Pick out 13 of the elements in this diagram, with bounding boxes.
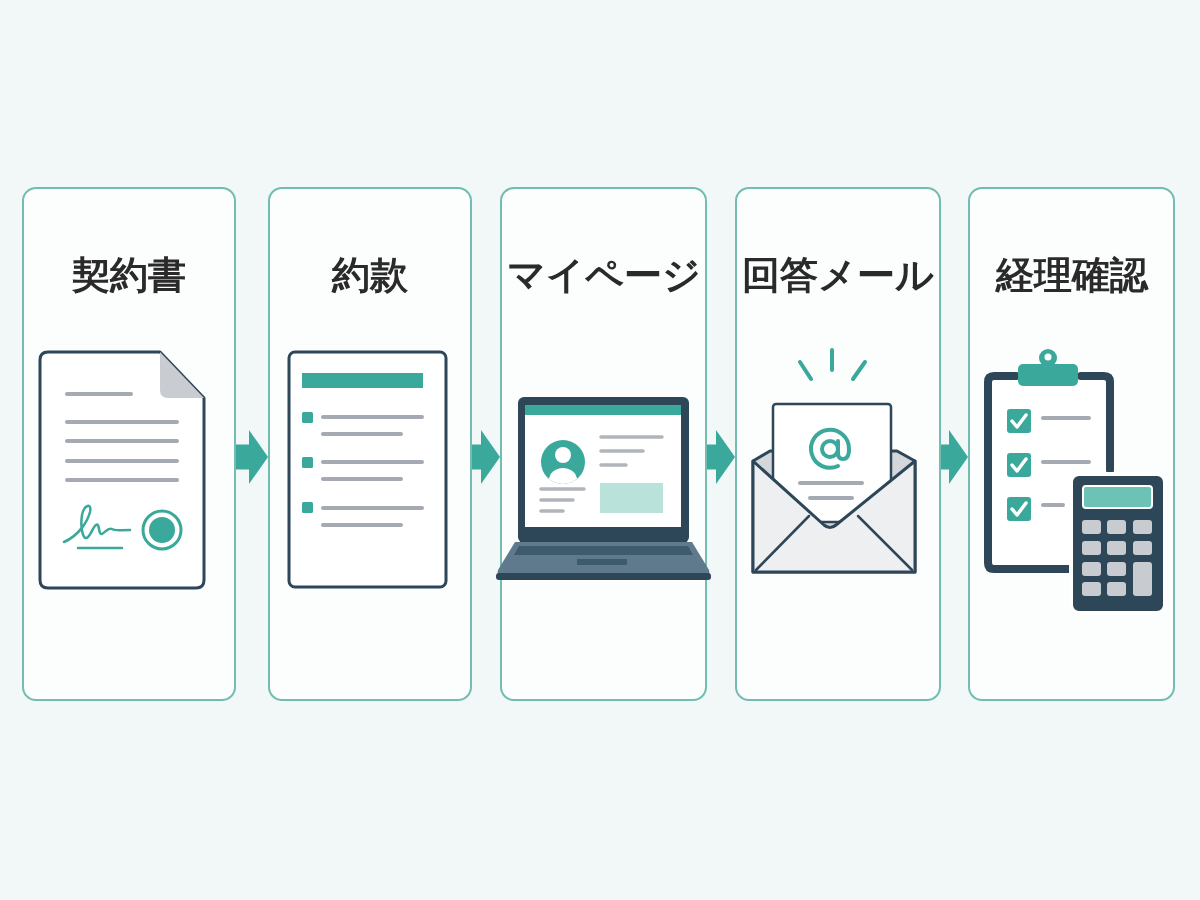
step-card — [22, 187, 236, 701]
step-card — [968, 187, 1175, 701]
arrow — [472, 430, 500, 484]
step-title: 回答メール — [742, 252, 934, 299]
step-title: 経理確認 — [995, 252, 1148, 299]
step-title: 契約書 — [72, 252, 186, 299]
arrow — [941, 430, 968, 484]
step-title: 約款 — [332, 252, 408, 299]
step-title: マイページ — [506, 252, 701, 299]
step-card — [735, 187, 941, 701]
arrow — [707, 430, 735, 484]
step-card — [268, 187, 472, 701]
arrow — [236, 430, 268, 484]
